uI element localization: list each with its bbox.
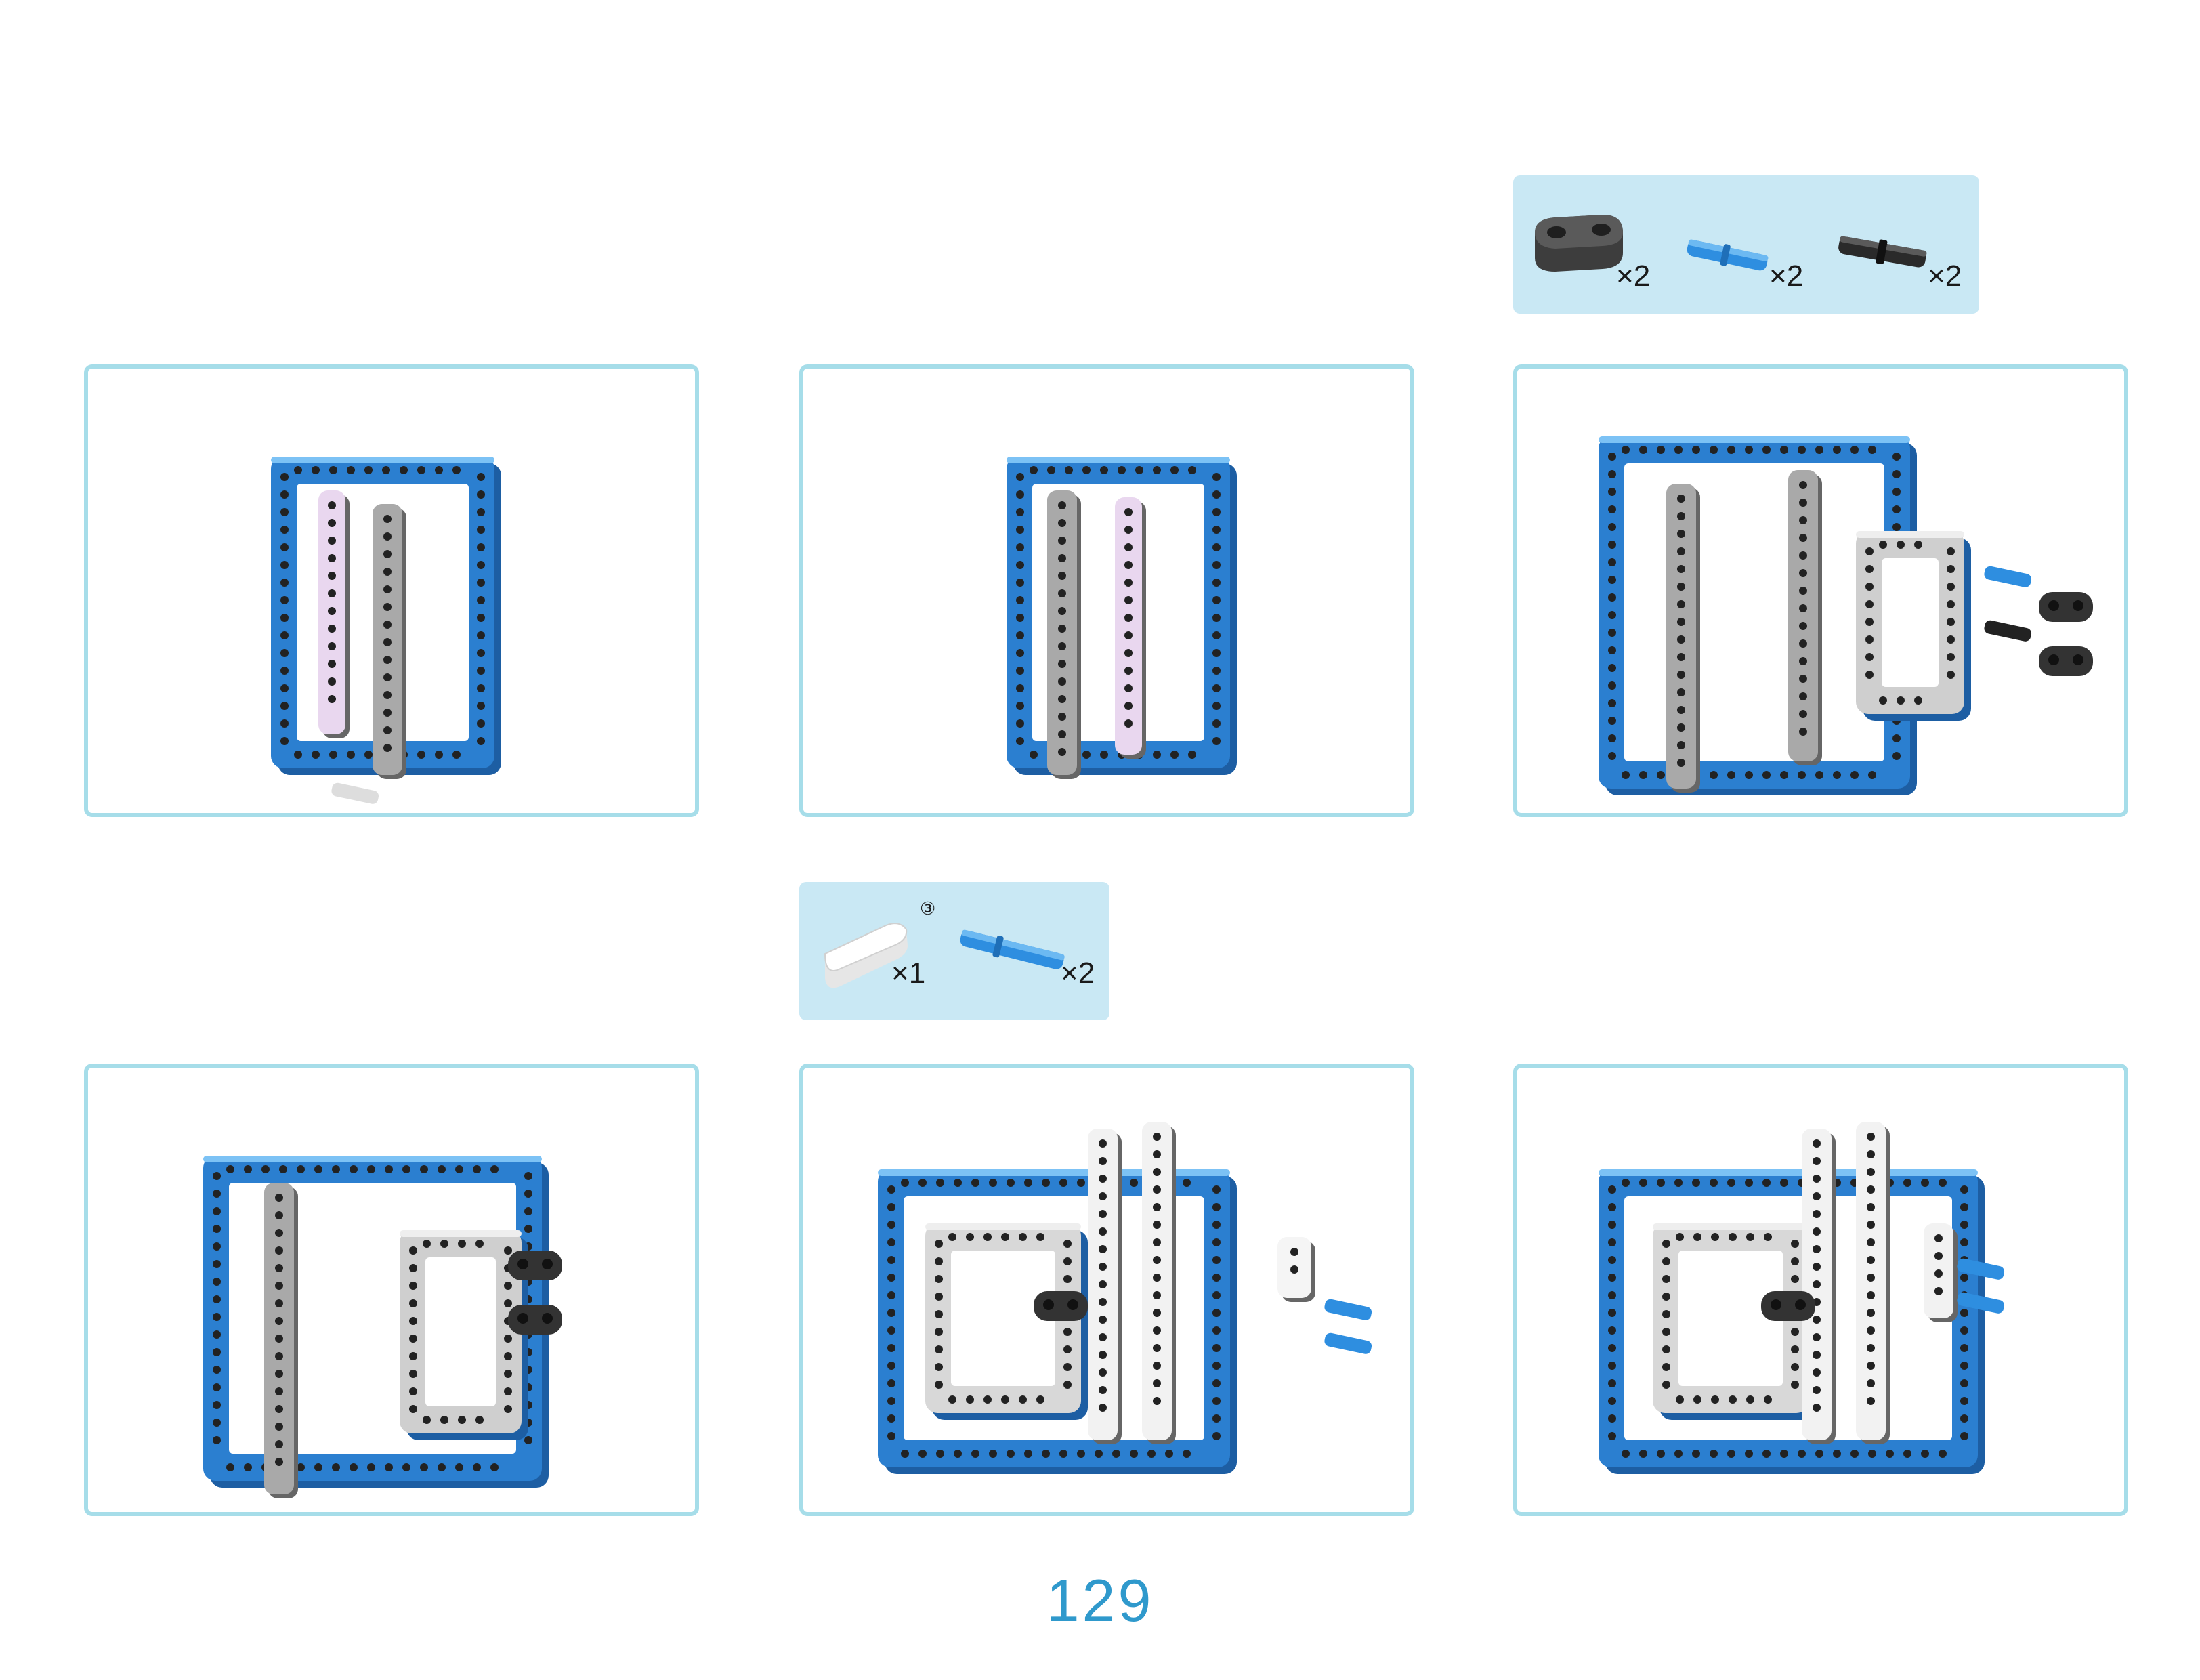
step-4-illustration bbox=[203, 1156, 562, 1498]
step-6-illustration bbox=[1599, 1122, 2005, 1474]
frame-part bbox=[1856, 531, 1971, 721]
parts-box-1: ×2 ×2 ×2 bbox=[1513, 175, 1979, 314]
connector-part bbox=[2039, 646, 2093, 676]
beam-part bbox=[1856, 1122, 1890, 1444]
pin-part bbox=[1984, 620, 2032, 642]
pin-part bbox=[1957, 1258, 2005, 1280]
connector-part bbox=[2039, 592, 2093, 622]
pin-part bbox=[1957, 1292, 2005, 1314]
connector-part bbox=[1034, 1291, 1088, 1321]
blue-pin-icon bbox=[1687, 239, 1769, 271]
beam-part bbox=[1142, 1122, 1176, 1444]
step-5-illustration bbox=[878, 1122, 1372, 1474]
qty-label: ×2 bbox=[1616, 259, 1651, 293]
black-pin-icon bbox=[1838, 236, 1927, 268]
step-2-panel bbox=[799, 364, 1414, 817]
beam-length-label: ③ bbox=[920, 898, 936, 919]
blue-long-pin-icon bbox=[960, 929, 1065, 969]
frame-part bbox=[1653, 1223, 1815, 1420]
beam-part bbox=[1924, 1223, 1958, 1322]
qty-label: ×2 bbox=[1769, 259, 1804, 293]
step-3-panel bbox=[1513, 364, 2128, 817]
beam-part bbox=[318, 490, 350, 738]
pin-part bbox=[1324, 1299, 1372, 1320]
step-2-illustration bbox=[1007, 457, 1237, 779]
qty-label: ×2 bbox=[1928, 259, 1962, 293]
step-1-panel bbox=[84, 364, 699, 817]
beam-part bbox=[1088, 1129, 1122, 1444]
step-1-illustration bbox=[271, 457, 501, 804]
dark-gray-connector-icon bbox=[1535, 215, 1623, 272]
beam-part bbox=[264, 1183, 298, 1498]
beam-part bbox=[1115, 497, 1146, 759]
step-5-panel bbox=[799, 1064, 1414, 1516]
frame-part bbox=[925, 1223, 1088, 1420]
qty-label: ×2 bbox=[1061, 957, 1095, 990]
step-3-illustration bbox=[1599, 436, 2093, 795]
pin-part bbox=[1324, 1332, 1372, 1354]
parts-box-2: ③ ×1 ×2 bbox=[799, 882, 1109, 1020]
beam-part bbox=[1047, 490, 1081, 779]
beam-part bbox=[1666, 484, 1700, 793]
step-6-panel bbox=[1513, 1064, 2128, 1516]
qty-label: ×1 bbox=[891, 957, 926, 990]
frame-part bbox=[400, 1230, 528, 1440]
white-beam-icon bbox=[824, 923, 908, 988]
connector-part bbox=[508, 1251, 562, 1280]
connector-part bbox=[508, 1305, 562, 1335]
beam-part bbox=[1788, 470, 1822, 765]
beam-part bbox=[373, 504, 406, 779]
beam-part bbox=[1802, 1129, 1836, 1444]
step-4-panel bbox=[84, 1064, 699, 1516]
pin-part bbox=[331, 782, 379, 804]
beam-part bbox=[1277, 1237, 1315, 1302]
page-number: 129 bbox=[1046, 1567, 1154, 1634]
connector-part bbox=[1761, 1291, 1815, 1321]
pin-part bbox=[1984, 566, 2032, 587]
